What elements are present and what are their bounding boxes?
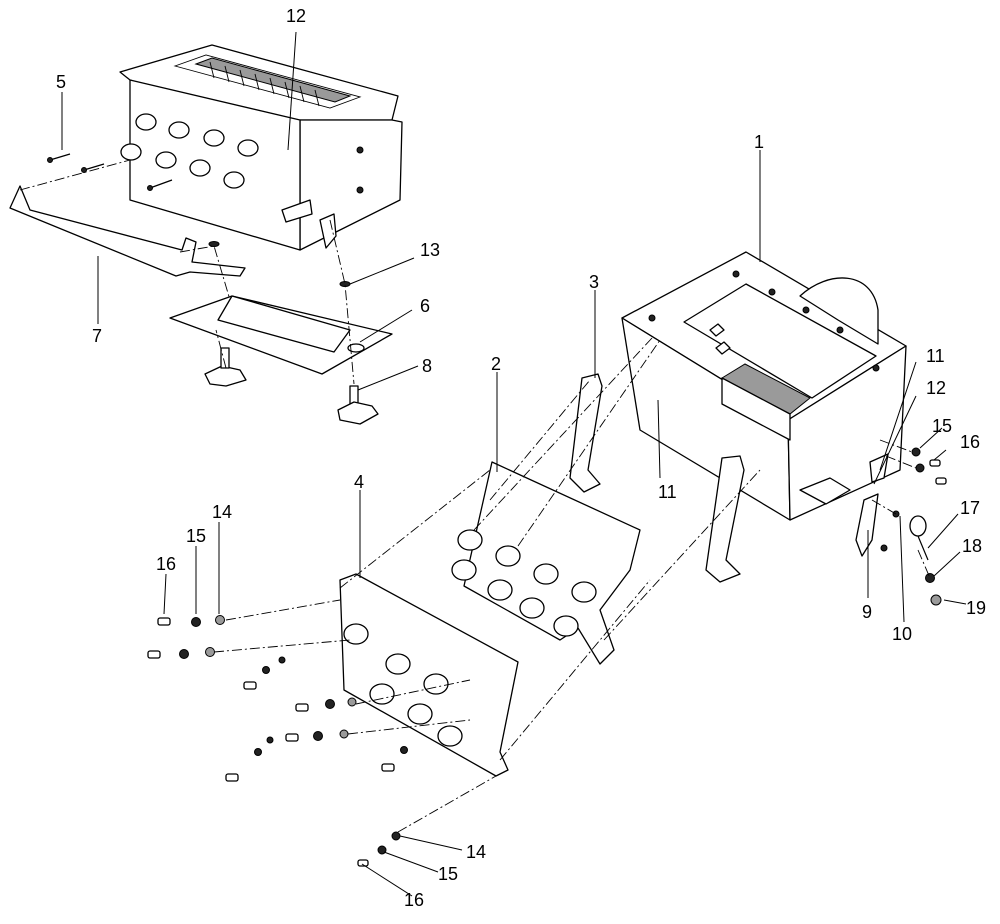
- callout-11-upper: 11: [926, 346, 945, 366]
- callout-2: 2: [491, 354, 501, 374]
- callout-13: 13: [420, 240, 440, 260]
- manifold-part-2: [451, 461, 641, 665]
- callout-14-left: 14: [212, 502, 232, 522]
- callout-6: 6: [420, 296, 430, 316]
- brackets-part-3: [569, 373, 745, 583]
- callout-9: 9: [862, 602, 872, 622]
- callout-10: 10: [892, 624, 912, 644]
- fasteners-left: [147, 615, 408, 782]
- callout-11-lower: 11: [658, 482, 677, 502]
- callout-17: 17: [960, 498, 980, 518]
- callout-14-bottom: 14: [466, 842, 486, 862]
- callout-12-upper: 12: [286, 6, 306, 26]
- callout-15-bottom: 15: [438, 864, 458, 884]
- callout-7: 7: [92, 326, 102, 346]
- pins-part-5: [47, 153, 173, 191]
- callout-5: 5: [56, 72, 66, 92]
- housing-part-1: [621, 251, 907, 521]
- callout-1: 1: [754, 132, 764, 152]
- plate-part-4: [339, 573, 519, 777]
- callout-16-right: 16: [960, 432, 980, 452]
- leader-lines: [61, 31, 967, 897]
- callout-18: 18: [962, 536, 982, 556]
- plate-part-6: [169, 295, 393, 387]
- fasteners-right: [855, 447, 947, 606]
- callout-4: 4: [354, 472, 364, 492]
- upper-manifold-assembly: [119, 44, 403, 251]
- washer-part-13b: [208, 241, 220, 247]
- assembly-lines: [19, 159, 931, 833]
- callout-8: 8: [422, 356, 432, 376]
- callout-15-right: 15: [932, 416, 952, 436]
- callout-3: 3: [589, 272, 599, 292]
- callout-15-left: 15: [186, 526, 206, 546]
- callouts: 1 2 3 4 5 6 7 8 9 10 11 11 12 12 13 14 1…: [56, 6, 986, 910]
- callout-16-bottom: 16: [404, 890, 424, 910]
- knob-part-8: [337, 385, 379, 425]
- callout-12-right: 12: [926, 378, 946, 398]
- callout-16-left: 16: [156, 554, 176, 574]
- callout-19: 19: [966, 598, 986, 618]
- fasteners-bottom: [357, 831, 401, 867]
- tray-part-7: [9, 185, 246, 277]
